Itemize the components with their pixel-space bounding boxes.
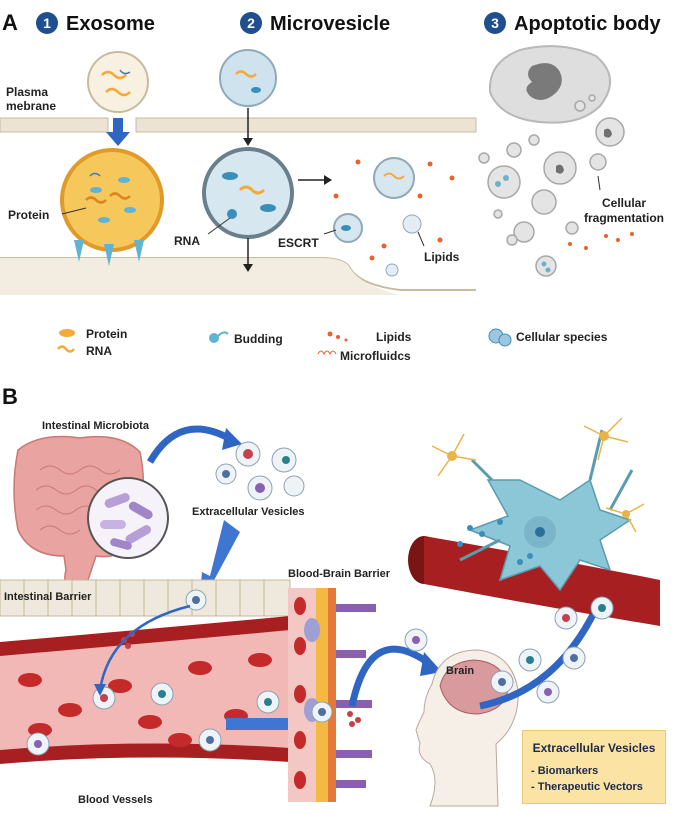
header-apoptotic-body: 3 Apoptotic body [484, 12, 661, 36]
label-protein: Protein [8, 208, 50, 222]
header-exosome-title: Exosome [66, 13, 155, 35]
label-escrt: ESCRT [278, 236, 319, 250]
blood-brain-barrier [288, 588, 376, 802]
exosome-down-arrow [106, 118, 130, 146]
blood-vessel [0, 616, 290, 764]
header-apoptotic-title: Apoptotic body [514, 13, 661, 35]
arrow-down-to-barrier [200, 520, 240, 596]
exosome-body [60, 148, 164, 266]
legend-microfluidics: Microfluidcs [340, 349, 411, 363]
info-box-title: Extracellular Vesicles [532, 741, 656, 755]
label-cellular-fragmentation-1: Cellular [602, 196, 647, 210]
microvesicle-large [202, 147, 294, 239]
info-box-extracellular-vesicles: Extracellular Vesicles - Biomarkers - Th… [522, 730, 666, 804]
header-microvesicle: 2 Microvesicle [240, 12, 390, 36]
number-badge-3: 3 [484, 12, 506, 34]
microvesicle-small [219, 49, 277, 107]
info-box-item-therapeutic-vectors: - Therapeutic Vectors [531, 781, 643, 793]
apoptotic-cell [488, 45, 611, 124]
info-box-item-biomarkers: - Biomarkers [531, 765, 599, 777]
label-intestinal-barrier: Intestinal Barrier [4, 591, 92, 603]
label-rna: RNA [174, 234, 200, 248]
exosome-small-vesicle [87, 51, 149, 113]
ev-cluster-top [215, 441, 305, 501]
legend-cellular-species: Cellular species [516, 330, 608, 344]
label-brain: Brain [446, 665, 475, 677]
label-plasma-membrane-1: Plasma [6, 85, 49, 99]
panel-b-letter: B [2, 384, 18, 409]
panel-b-illustration [0, 417, 660, 807]
legend-icons [57, 328, 512, 356]
apoptotic-fragments [478, 94, 625, 277]
number-badge-2: 2 [240, 12, 262, 34]
plasma-membrane [0, 117, 477, 295]
panel-a-letter: A [2, 10, 18, 35]
panel-a-illustration [0, 45, 634, 356]
label-blood-brain-barrier: Blood-Brain Barrier [288, 568, 391, 580]
label-intestinal-microbiota: Intestinal Microbiota [42, 420, 149, 432]
label-lipids: Lipids [424, 250, 460, 264]
ev-cluster-right [404, 596, 614, 704]
label-extracellular-vesicles: Extracellular Vesicles [192, 506, 305, 518]
header-microvesicle-title: Microvesicle [270, 13, 391, 35]
legend-budding: Budding [234, 332, 283, 346]
arrow-to-bbb [226, 710, 306, 738]
label-plasma-membrane-2: mebrane [6, 99, 57, 113]
legend-lipids: Lipids [376, 330, 412, 344]
neuron [459, 429, 634, 592]
intestinal-barrier [0, 579, 291, 617]
header-exosome: 1 Exosome [36, 12, 155, 36]
legend-protein: Protein [86, 327, 128, 341]
number-badge-1: 1 [36, 12, 58, 34]
legend-rna: RNA [86, 344, 112, 358]
label-cellular-fragmentation-2: fragmentation [584, 211, 665, 225]
microbiota-magnifier [87, 477, 169, 559]
released-microvesicles [333, 157, 455, 277]
label-blood-vessels: Blood Vessels [78, 794, 153, 806]
